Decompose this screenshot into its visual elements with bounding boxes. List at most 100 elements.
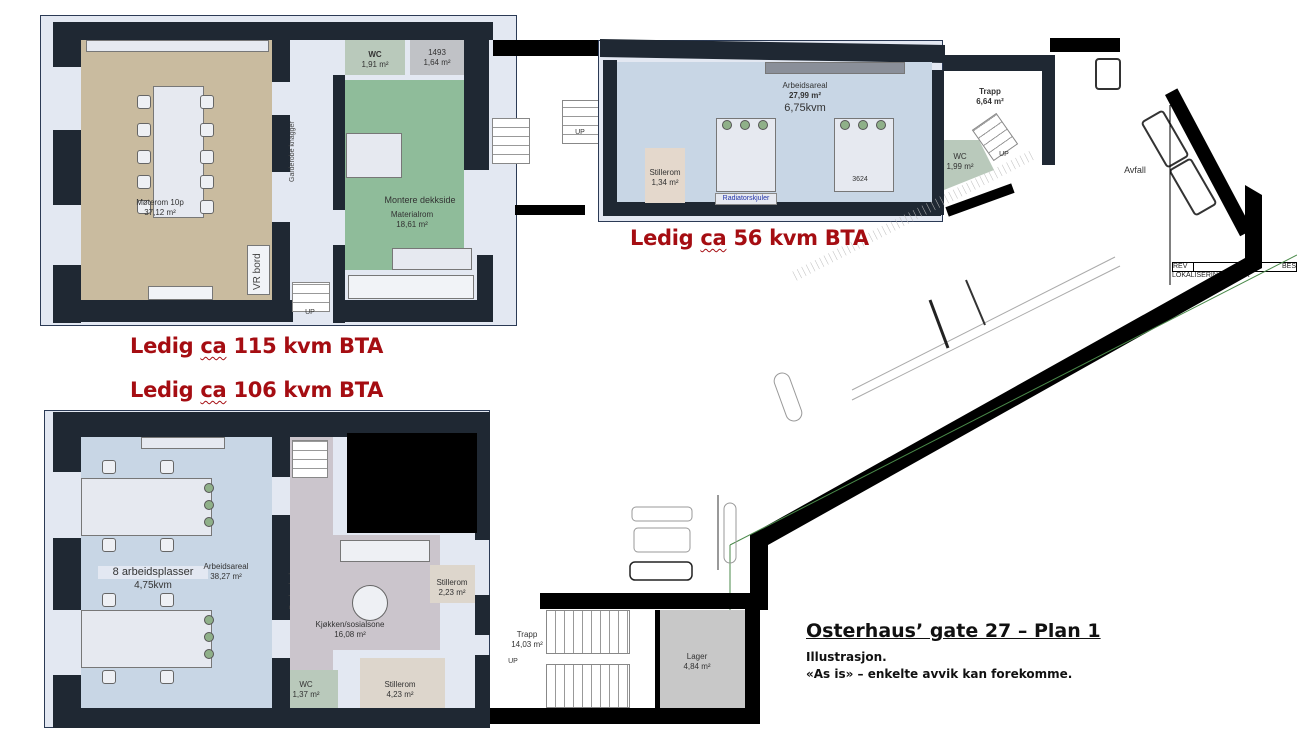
wall bbox=[333, 300, 493, 322]
chair bbox=[200, 95, 214, 109]
wall bbox=[1042, 55, 1055, 165]
counter bbox=[392, 248, 472, 270]
room-lager bbox=[660, 610, 745, 708]
desk-row-2 bbox=[81, 610, 212, 668]
wall bbox=[475, 595, 490, 635]
stairs-top-left bbox=[292, 282, 330, 312]
cabinet bbox=[141, 437, 225, 449]
room-stillerom-top bbox=[645, 148, 685, 203]
plant bbox=[722, 120, 732, 130]
wall bbox=[333, 412, 483, 434]
label-up-mid: UP bbox=[575, 129, 585, 136]
desk-row-1 bbox=[81, 478, 212, 536]
chair bbox=[200, 123, 214, 137]
chair bbox=[137, 150, 151, 164]
chair bbox=[137, 200, 151, 214]
wall bbox=[943, 55, 1053, 71]
wall bbox=[53, 130, 81, 205]
wall bbox=[493, 40, 603, 56]
label-avfall: Avfall bbox=[1124, 165, 1146, 175]
stairs-bottom-top bbox=[292, 440, 328, 478]
material-table bbox=[346, 133, 402, 178]
chair bbox=[102, 538, 116, 552]
wall bbox=[490, 708, 760, 724]
plant bbox=[858, 120, 868, 130]
room-stillerom-b2 bbox=[360, 658, 445, 708]
cabinet-row bbox=[86, 40, 269, 52]
label-desk-code: 3624 bbox=[852, 176, 868, 183]
label-radiatorskjuler: Radiatorskjuler bbox=[715, 193, 777, 205]
wall bbox=[272, 658, 290, 718]
plant bbox=[204, 615, 214, 625]
plant bbox=[204, 649, 214, 659]
kitchen-counter bbox=[340, 540, 430, 562]
stairs-bottom bbox=[546, 610, 630, 654]
round-table bbox=[352, 585, 388, 621]
availability-bottom-left: Ledig ca 106 kvm BTA bbox=[130, 378, 384, 402]
plan-title: Osterhaus’ gate 27 – Plan 1 bbox=[806, 620, 1101, 642]
chair bbox=[160, 593, 174, 607]
wall bbox=[272, 222, 290, 322]
stairs-bottom-2 bbox=[546, 664, 630, 708]
plant bbox=[758, 120, 768, 130]
wall bbox=[932, 70, 944, 215]
room-wc-top bbox=[345, 40, 405, 75]
waste-bin bbox=[1095, 58, 1121, 90]
plant bbox=[204, 632, 214, 642]
plant bbox=[204, 500, 214, 510]
legend-lok: LOKALISERINGSFIGUR bbox=[1172, 272, 1250, 279]
blacked-out-area bbox=[347, 433, 477, 533]
wall bbox=[53, 538, 81, 610]
plant bbox=[204, 483, 214, 493]
vr-table bbox=[247, 245, 270, 295]
wall bbox=[477, 255, 493, 315]
label-montere: Montere dekkside bbox=[384, 195, 456, 205]
wall bbox=[272, 515, 290, 620]
wall bbox=[272, 115, 290, 172]
label-up-top-left: UP bbox=[305, 309, 315, 316]
label-up-right: UP bbox=[999, 151, 1009, 158]
wall bbox=[464, 40, 489, 170]
room-wc-bottom bbox=[290, 670, 338, 708]
legend-rev: REV bbox=[1173, 263, 1194, 271]
chair bbox=[137, 175, 151, 189]
wall bbox=[475, 655, 490, 715]
chair bbox=[102, 460, 116, 474]
wall bbox=[53, 708, 490, 728]
room-small-top bbox=[410, 40, 464, 75]
chair bbox=[200, 150, 214, 164]
legend-bes: BES bbox=[1281, 263, 1296, 270]
chair bbox=[137, 123, 151, 137]
availability-top-right: Ledig ca 56 kvm BTA bbox=[630, 226, 869, 250]
wall bbox=[272, 22, 290, 82]
bench bbox=[348, 275, 474, 299]
plant bbox=[876, 120, 886, 130]
sideboard bbox=[148, 286, 213, 300]
wall bbox=[655, 610, 660, 710]
wall bbox=[53, 22, 81, 67]
wall bbox=[272, 412, 290, 477]
plant bbox=[840, 120, 850, 130]
plant bbox=[740, 120, 750, 130]
wall bbox=[53, 300, 293, 322]
wall bbox=[540, 593, 760, 609]
plant bbox=[204, 517, 214, 527]
desk-group-2 bbox=[834, 118, 894, 192]
plan-subtitle-1: Illustrasjon. bbox=[806, 650, 887, 664]
chair bbox=[160, 670, 174, 684]
wall bbox=[603, 202, 941, 216]
chair bbox=[200, 175, 214, 189]
